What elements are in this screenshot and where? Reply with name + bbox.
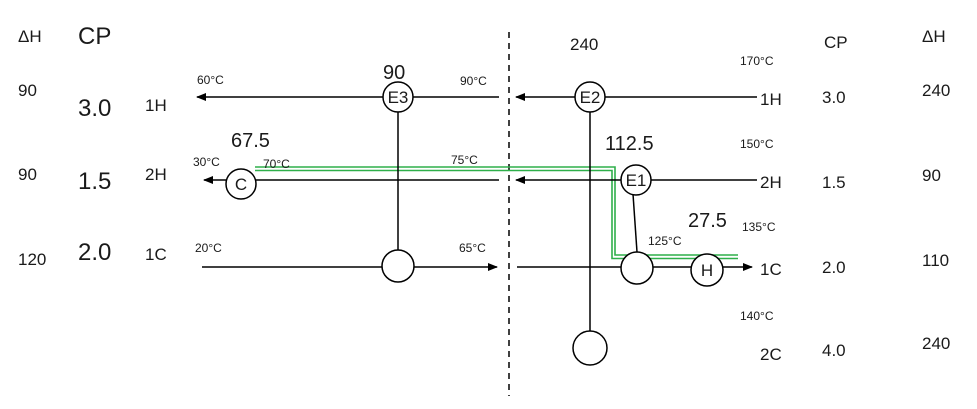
right-row-1h-dh: 240 xyxy=(922,81,950,100)
temp-2h-right-in: 150°C xyxy=(740,137,774,151)
e1-exchanger-hot xyxy=(620,164,652,196)
left-row-1c-dh: 120 xyxy=(18,250,46,269)
heater-circle xyxy=(690,253,724,287)
temp-1h-left-in: 90°C xyxy=(460,74,487,88)
e1-duty: 112.5 xyxy=(605,133,654,155)
right-row-2c-cp: 4.0 xyxy=(822,341,846,360)
temp-1c-left-out: 65°C xyxy=(459,241,486,255)
left-row-2h-dh: 90 xyxy=(18,165,37,184)
temp-2h-left-out: 30°C xyxy=(193,155,220,169)
right-dh-header: ΔH xyxy=(922,27,946,46)
right-row-2h-stream: 2H xyxy=(760,173,782,192)
e3-label: E3 xyxy=(388,88,409,107)
e1-exchanger-cold xyxy=(620,251,654,285)
e2-exchanger-hot xyxy=(574,81,606,113)
left-row-2h-stream: 2H xyxy=(145,165,167,184)
temp-2h-left-mid: 70°C xyxy=(263,157,290,171)
left-row-2h-cp: 1.5 xyxy=(78,168,111,195)
left-cp-header: CP xyxy=(78,23,111,50)
left-row-1h-cp: 3.0 xyxy=(78,95,111,122)
heater-duty: 27.5 xyxy=(688,210,727,232)
temp-1c-right-mid: 125°C xyxy=(648,234,682,248)
cooler-duty: 67.5 xyxy=(231,130,270,152)
loop-highlight-path xyxy=(255,166,738,260)
right-row-1c-stream: 1C xyxy=(760,260,782,279)
e3-duty: 90 xyxy=(383,62,405,84)
heater-label: H xyxy=(701,261,713,280)
e1-label: E1 xyxy=(626,171,647,190)
e2-duty: 240 xyxy=(570,35,598,54)
temp-2h-left-in: 75°C xyxy=(451,153,478,167)
right-row-2h-dh: 90 xyxy=(922,166,941,185)
right-cp-header: CP xyxy=(824,33,848,52)
cooler-circle xyxy=(225,168,257,200)
temp-1c-left-in: 20°C xyxy=(195,241,222,255)
right-row-1c-cp: 2.0 xyxy=(822,258,846,277)
temp-2c-right-out: 140°C xyxy=(740,309,774,323)
left-row-1c-stream: 1C xyxy=(145,245,167,264)
temp-1c-right-out: 135°C xyxy=(742,220,776,234)
right-row-1h-stream: 1H xyxy=(760,90,782,109)
e3-exchanger-cold xyxy=(381,249,415,283)
cooler-label: C xyxy=(235,175,247,194)
temp-1h-left-out: 60°C xyxy=(197,73,224,87)
left-dh-header: ΔH xyxy=(18,27,42,46)
left-row-1h-stream: 1H xyxy=(145,96,167,115)
right-row-2c-stream: 2C xyxy=(760,345,782,364)
e2-exchanger-cold xyxy=(572,330,608,366)
e3-exchanger-hot xyxy=(382,81,414,113)
right-row-1c-dh: 110 xyxy=(922,251,949,270)
left-row-1h-dh: 90 xyxy=(18,81,37,100)
temp-1h-right-in: 170°C xyxy=(740,54,774,68)
right-row-2h-cp: 1.5 xyxy=(822,173,846,192)
e1-connector xyxy=(632,193,638,253)
right-row-2c-dh: 240 xyxy=(922,334,950,353)
left-row-1c-cp: 2.0 xyxy=(78,239,111,266)
right-row-1h-cp: 3.0 xyxy=(822,88,846,107)
e2-label: E2 xyxy=(580,88,601,107)
